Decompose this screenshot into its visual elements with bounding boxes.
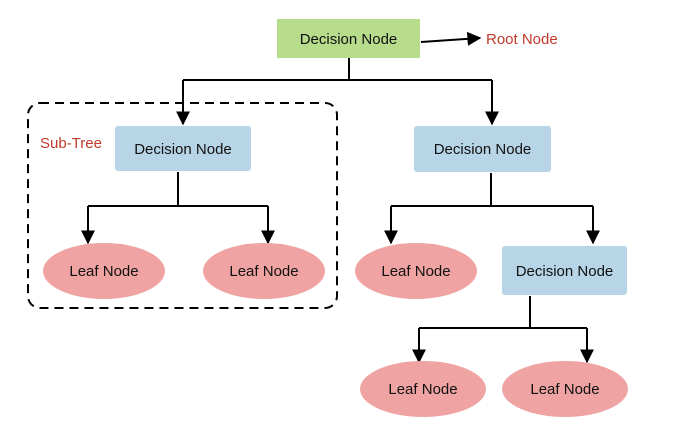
subtree-label: Sub-Tree	[40, 135, 102, 152]
right-decision-node: Decision Node	[414, 126, 551, 172]
root-decision-label: Decision Node	[300, 31, 398, 48]
leaf-node-label: Leaf Node	[229, 263, 298, 280]
root-annotation-arrow	[420, 31, 482, 46]
right-child-decision-label: Decision Node	[516, 263, 614, 280]
leaf-node-4: Leaf Node	[360, 361, 486, 417]
leaf-node-label: Leaf Node	[381, 263, 450, 280]
right-decision-label: Decision Node	[434, 141, 532, 158]
root-annotation-label: Root Node	[486, 31, 558, 48]
leaf-node-label: Leaf Node	[69, 263, 138, 280]
right-decision-connectors	[384, 173, 600, 245]
leaf-node-label: Leaf Node	[388, 381, 457, 398]
right-child-decision-connectors	[412, 296, 594, 364]
left-decision-label: Decision Node	[134, 141, 232, 158]
leaf-node-5: Leaf Node	[502, 361, 628, 417]
leaf-node-label: Leaf Node	[530, 381, 599, 398]
right-child-decision-node: Decision Node	[502, 246, 627, 295]
left-decision-node: Decision Node	[115, 126, 251, 171]
root-decision-node: Decision Node	[277, 19, 420, 58]
left-decision-connectors	[81, 172, 275, 245]
leaf-node-1: Leaf Node	[43, 243, 165, 299]
root-connectors	[176, 58, 499, 126]
leaf-node-2: Leaf Node	[203, 243, 325, 299]
leaf-node-3: Leaf Node	[355, 243, 477, 299]
